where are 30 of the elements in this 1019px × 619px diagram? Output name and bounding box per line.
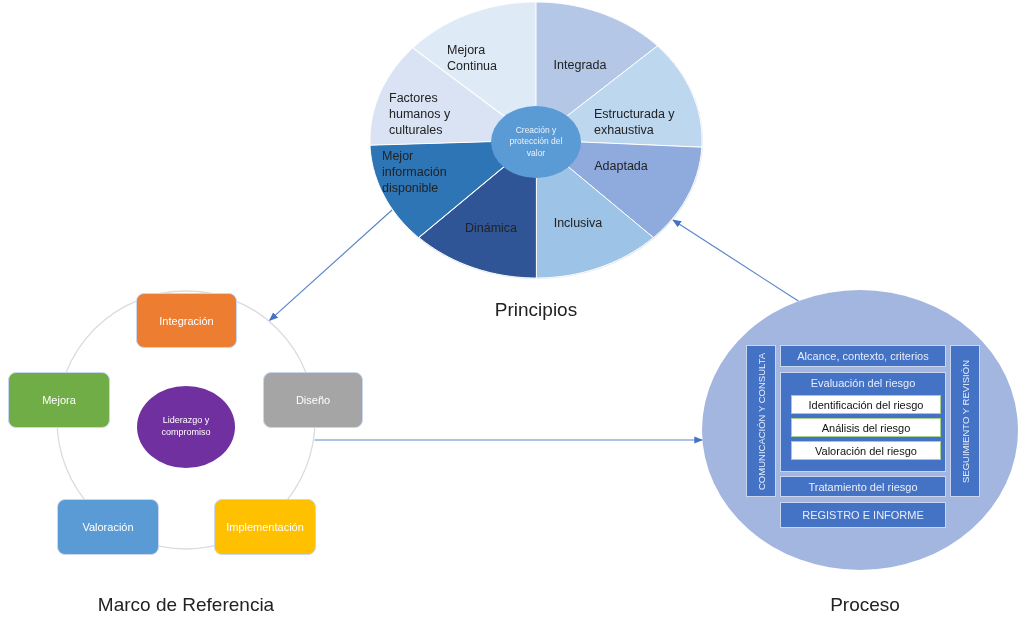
wedge-label: Mejor información disponible xyxy=(382,148,448,196)
vertical-band: SEGUIMIENTO Y REVISIÓN xyxy=(950,345,980,497)
arrow xyxy=(268,209,393,321)
wedge-label: Integrada xyxy=(553,57,607,73)
vertical-band: COMUNICACIÓN Y CONSULTA xyxy=(746,345,776,497)
center-label: Creación y protección del valor xyxy=(508,125,564,159)
wedge-label: Adaptada xyxy=(594,158,648,174)
sub-step: Identificación del riesgo xyxy=(791,395,941,414)
arrow xyxy=(672,219,799,302)
sub-step: Valoración del riesgo xyxy=(791,441,941,460)
sub-step: Análisis del riesgo xyxy=(791,418,941,437)
wedge-label: Mejora Continua xyxy=(447,42,499,74)
process-panel xyxy=(780,372,946,472)
process-step: Alcance, contexto, criterios xyxy=(780,345,946,367)
process-step: REGISTRO E INFORME xyxy=(780,502,946,528)
process-step: Tratamiento del riesgo xyxy=(780,476,946,497)
node-label: Principios xyxy=(494,299,578,321)
panel-heading: Evaluación del riesgo xyxy=(809,377,917,389)
wedge-label: Dinámica xyxy=(464,220,518,236)
step-box: Implementación xyxy=(214,499,316,555)
wedge-label: Factores humanos y culturales xyxy=(389,90,452,138)
wedge-label: Estructurada y exhaustiva xyxy=(594,106,676,138)
node-label: Marco de Referencia xyxy=(97,594,275,616)
step-box: Valoración xyxy=(57,499,159,555)
arrow xyxy=(313,436,704,444)
node-label: Proceso xyxy=(830,594,900,616)
step-box: Mejora xyxy=(8,372,110,428)
center-label: Liderazgo y compromiso xyxy=(160,415,212,439)
step-box: Diseño xyxy=(263,372,363,428)
wedge-label: Inclusiva xyxy=(553,215,603,231)
